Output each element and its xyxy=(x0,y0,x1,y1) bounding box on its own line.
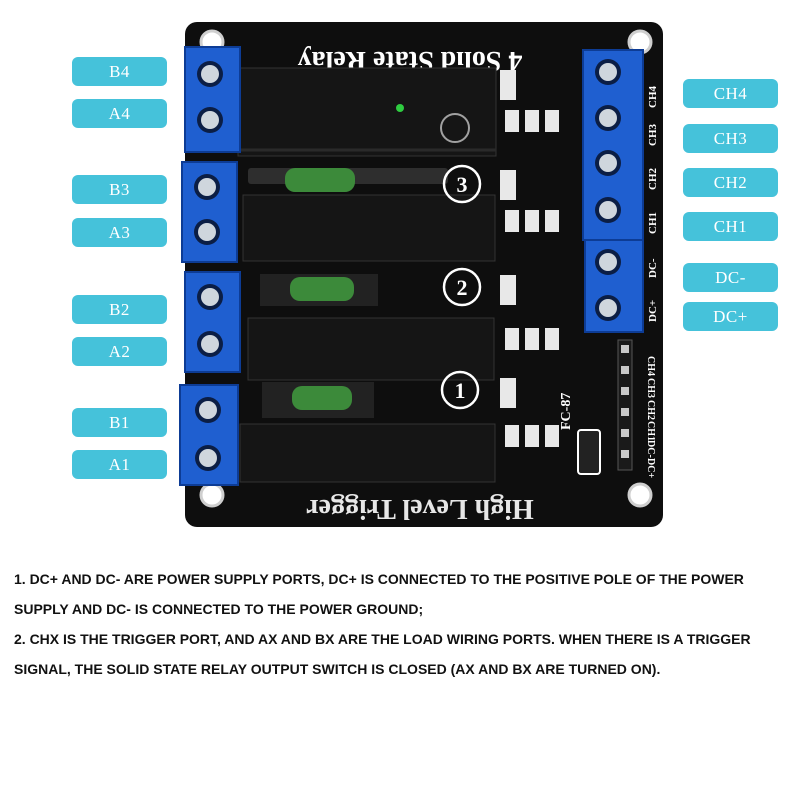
left-terminal-block-4 xyxy=(184,46,241,153)
label-b2: B2 xyxy=(72,295,167,324)
jumper-header xyxy=(577,429,601,475)
side-pin-label-dc-plus: DC+ xyxy=(645,458,656,478)
channel-number-badge xyxy=(442,267,482,307)
relay-body xyxy=(247,317,495,381)
label-a1: A1 xyxy=(72,450,167,479)
channel-number-1: 1 xyxy=(455,378,466,403)
channel-number-badge xyxy=(442,164,482,204)
label-a4: A4 xyxy=(72,99,167,128)
screw-icon xyxy=(198,178,216,196)
terminal-label-dc-plus: DC+ xyxy=(647,300,659,322)
channel-number-badge xyxy=(440,370,480,410)
resistor xyxy=(292,386,352,410)
left-terminal-block-3 xyxy=(181,161,238,263)
label-dc-plus: DC+ xyxy=(683,302,778,331)
label-a2: A2 xyxy=(72,337,167,366)
screw-icon xyxy=(599,109,617,127)
label-b4: B4 xyxy=(72,57,167,86)
relay-channel-1: 1 xyxy=(239,370,496,483)
label-ch1: CH1 xyxy=(683,212,778,241)
description-line-1: 1. DC+ AND DC- ARE POWER SUPPLY PORTS, D… xyxy=(14,571,744,617)
board-bottom-text: High Level Trigger xyxy=(306,493,534,524)
module-code-text: FC-87 xyxy=(559,393,574,430)
left-terminal-block-1 xyxy=(179,384,239,486)
channel-number-3: 3 xyxy=(457,172,468,197)
relay-channel-3 xyxy=(242,164,496,262)
relay-channel-4 xyxy=(237,67,497,157)
screw-icon xyxy=(201,288,219,306)
screw-icon xyxy=(199,401,217,419)
screw-icon xyxy=(201,65,219,83)
side-header: CH4 CH3 CH2 CH1 DC- DC+ xyxy=(617,339,656,478)
screw-icon xyxy=(599,299,617,317)
mounting-hole-icon xyxy=(199,482,225,508)
label-ch3: CH3 xyxy=(683,124,778,153)
label-dc-minus: DC- xyxy=(683,263,778,292)
description-line-2: 2. CHX IS THE TRIGGER PORT, AND AX AND B… xyxy=(14,631,751,677)
resistor xyxy=(290,277,354,301)
screw-icon xyxy=(198,223,216,241)
smd-components xyxy=(500,70,559,447)
relay-channel-2: 2 xyxy=(247,267,495,381)
left-terminal-block-2 xyxy=(184,271,241,373)
channel-number-2: 2 xyxy=(457,275,468,300)
label-a3: A3 xyxy=(72,218,167,247)
screw-icon xyxy=(599,201,617,219)
side-pin-label-ch4: CH4 xyxy=(645,356,656,376)
relay-body xyxy=(242,194,496,262)
mounting-hole-icon xyxy=(627,482,653,508)
label-b1: B1 xyxy=(72,408,167,437)
side-pin-label-dc-minus: DC- xyxy=(645,440,656,458)
terminal-label-ch4: CH4 xyxy=(647,86,659,109)
side-pin-label-ch2: CH2 xyxy=(645,400,656,420)
description: 1. DC+ AND DC- ARE POWER SUPPLY PORTS, D… xyxy=(14,564,786,684)
terminal-label-dc-minus: DC- xyxy=(647,258,659,278)
screw-icon xyxy=(201,335,219,353)
screw-icon xyxy=(201,111,219,129)
terminal-label-ch2: CH2 xyxy=(647,168,659,191)
screw-icon xyxy=(599,154,617,172)
right-terminal-block-power xyxy=(584,239,644,333)
right-terminal-block-channels xyxy=(582,49,644,241)
terminal-label-ch3: CH3 xyxy=(647,124,659,147)
resistor xyxy=(285,168,355,192)
side-pin-label-ch3: CH3 xyxy=(645,378,656,398)
label-ch2: CH2 xyxy=(683,168,778,197)
screw-icon xyxy=(599,253,617,271)
screw-icon xyxy=(199,449,217,467)
terminal-label-ch1: CH1 xyxy=(647,212,659,234)
label-b3: B3 xyxy=(72,175,167,204)
relay-board-image: 4 Solid State Relay High Level Trigger 2 xyxy=(179,22,663,527)
side-pin-label-ch1: CH1 xyxy=(645,421,656,441)
label-ch4: CH4 xyxy=(683,79,778,108)
screw-icon xyxy=(599,63,617,81)
relay-body xyxy=(239,423,496,483)
